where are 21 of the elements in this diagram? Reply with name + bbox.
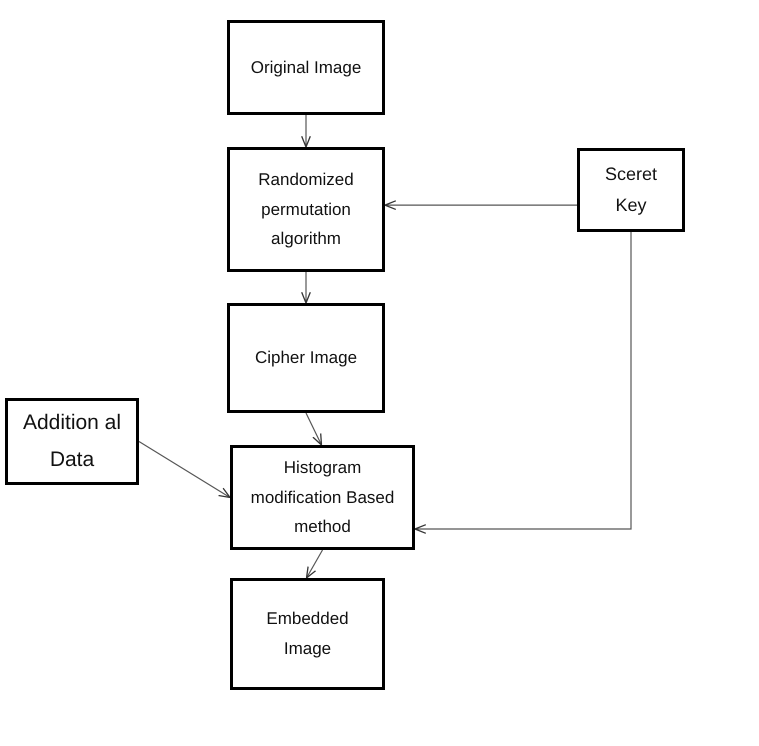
box-label: Sceret Key [604,162,658,217]
box-label: Randomized permutation algorithm [257,168,355,250]
arrow [306,550,324,579]
arrow [301,272,311,304]
process-box [230,445,415,550]
process-box [230,578,385,690]
process-box [5,398,139,485]
arrow [414,232,632,534]
box-label: Addition al Data [22,410,122,472]
process-box [227,147,385,272]
arrow [305,412,322,446]
process-box [227,20,385,115]
box-label: Histogram modification Based method [250,456,396,538]
arrow [301,115,311,148]
arrow [384,200,577,210]
arrow [138,440,231,498]
box-label: Embedded Image [265,608,350,660]
box-label: Cipher Image [254,347,358,370]
box-label: Original Image [250,56,362,79]
process-box [227,303,385,413]
process-box [577,148,685,232]
